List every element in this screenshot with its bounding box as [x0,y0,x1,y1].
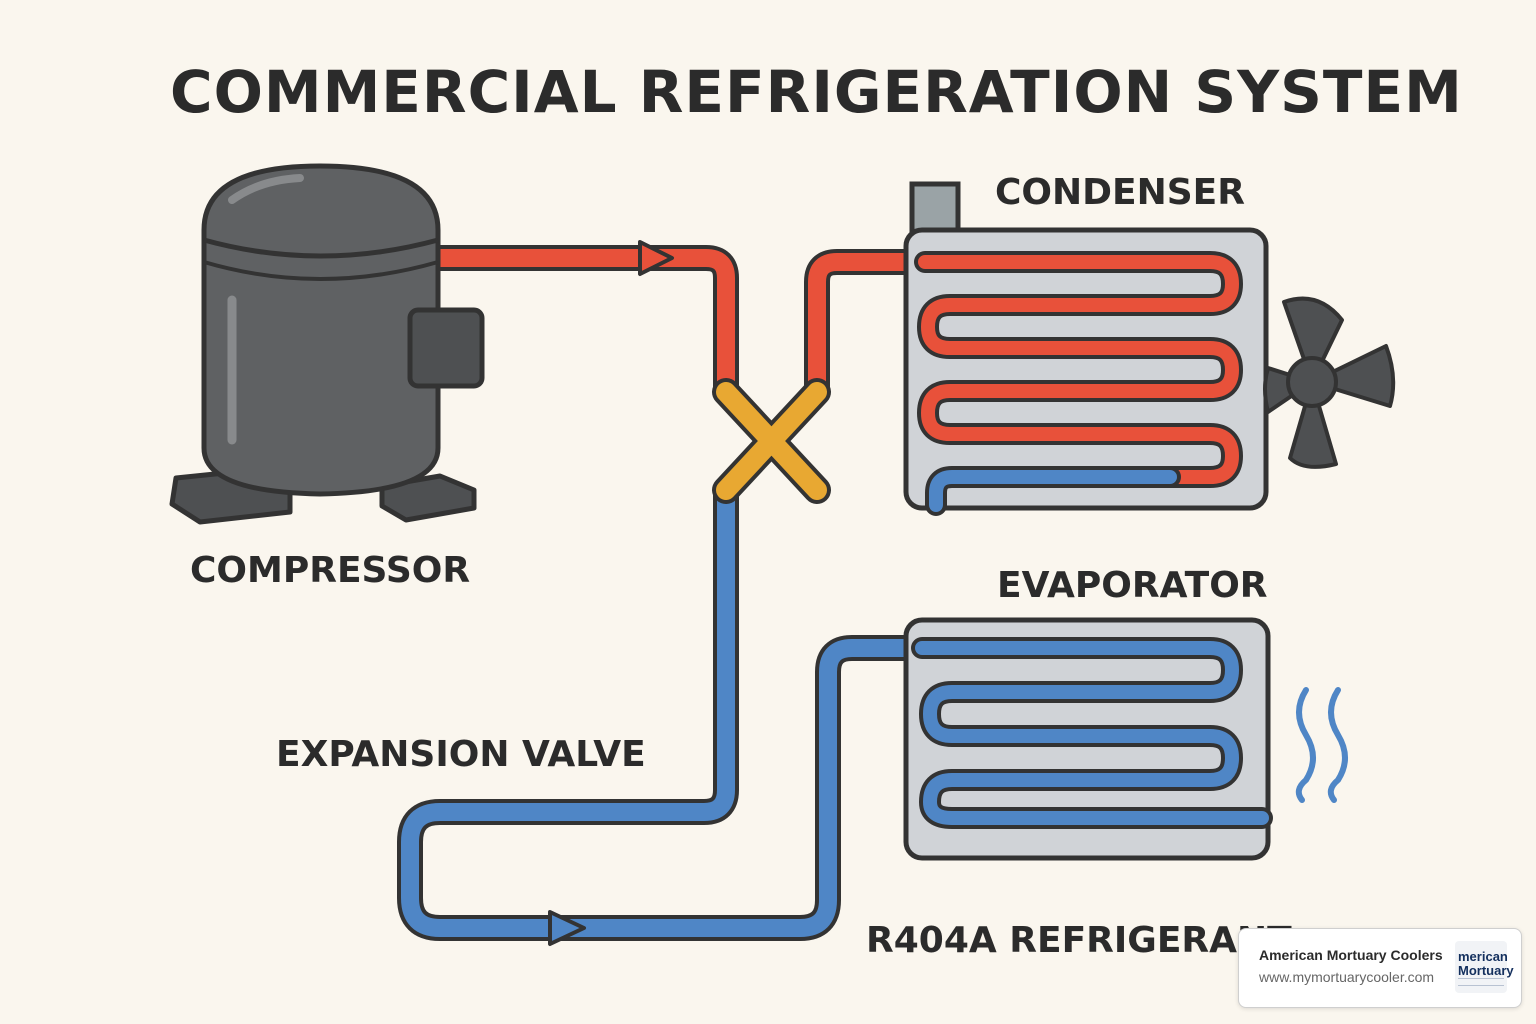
cold-air-icon [1295,687,1348,803]
cold-refrigerant-pipes [397,477,935,941]
fan-icon [1263,296,1396,469]
flow-arrow-icon [548,910,586,946]
evaporator-label: EVAPORATOR [997,565,1268,606]
hot-refrigerant-pipes [427,245,938,405]
refrigerant-label: R404A REFRIGERANT [866,920,1292,961]
logo-tagline-lines [1458,978,1504,986]
logo-text-line1: merican [1458,949,1508,964]
flow-arrow-icon [638,240,674,276]
expansion-valve-icon [712,378,831,504]
source-badge[interactable]: American Mortuary Coolers www.mymortuary… [1238,928,1522,1008]
condenser-unit [903,181,1269,516]
evaporator-unit [903,617,1273,861]
diagram-title: COMMERCIAL REFRIGERATION SYSTEM [170,58,1463,126]
badge-url[interactable]: www.mymortuarycooler.com [1259,969,1435,985]
compressor-label: COMPRESSOR [190,550,471,591]
expansion-valve-label: EXPANSION VALVE [276,734,646,775]
badge-company-name: American Mortuary Coolers [1259,947,1443,963]
company-logo-icon: merican Mortuary [1455,941,1514,993]
logo-text-line2: Mortuary [1458,963,1514,978]
condenser-label: CONDENSER [995,172,1245,213]
compressor-icon [169,163,485,525]
